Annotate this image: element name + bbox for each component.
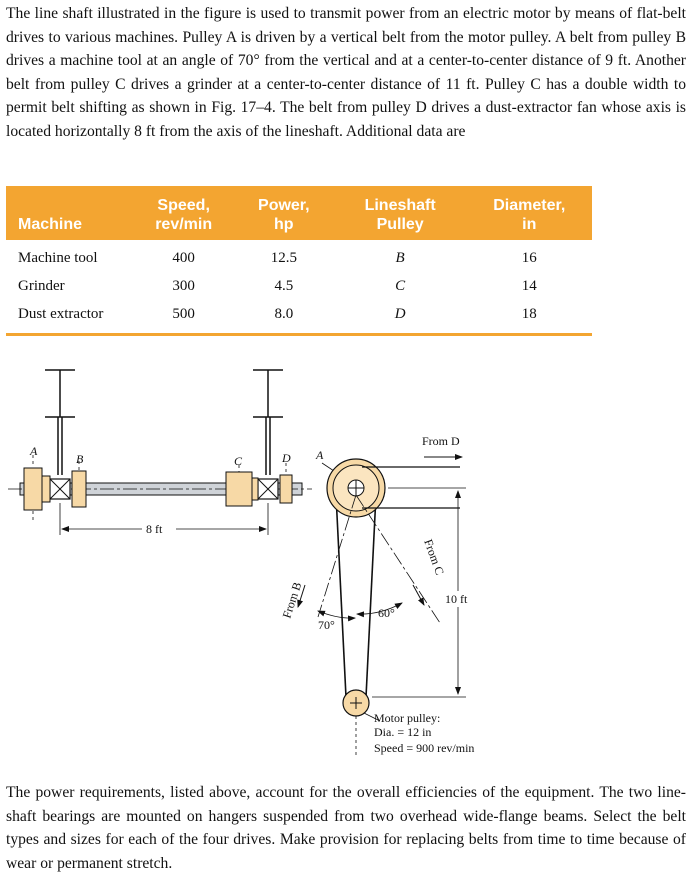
label-pulley-a: A [29, 444, 38, 458]
pulley-d [279, 474, 293, 504]
table-row: Machine tool 400 12.5 B 16 [6, 240, 592, 272]
col-header-machine: Machine [6, 186, 134, 240]
left-hanger [45, 369, 75, 475]
label-pulley-c: C [234, 454, 243, 468]
motor-pulley [342, 689, 370, 717]
cell-power: 4.5 [274, 278, 294, 294]
cell-diameter: 16 [521, 250, 537, 266]
cell-diameter: 18 [521, 306, 537, 322]
label-pulley-d: D [281, 451, 291, 465]
label-height: 10 ft [445, 592, 468, 606]
cell-speed: 500 [172, 306, 195, 322]
table-row: Dust extractor 500 8.0 D 18 [6, 300, 592, 335]
pulley-a [23, 467, 51, 511]
label-motor-pulley: Motor pulley: [374, 711, 440, 725]
cell-power: 8.0 [274, 306, 294, 322]
cell-power: 12.5 [270, 250, 297, 266]
label-span: 8 ft [146, 522, 163, 536]
span-dimension: 8 ft [59, 503, 269, 536]
cell-machine: Dust extractor [18, 306, 104, 322]
left-bearing [49, 478, 71, 500]
cell-speed: 300 [172, 278, 195, 294]
label-motor-speed: Speed = 900 rev/min [374, 741, 474, 755]
height-dimension: 10 ft [372, 487, 468, 698]
table-row: Grinder 300 4.5 C 14 [6, 272, 592, 300]
label-angle-70: 70° [318, 618, 335, 632]
table-header-row: Machine Speed,rev/min Power,hp Lineshaft… [6, 186, 592, 240]
cell-machine: Machine tool [18, 250, 98, 266]
cell-diameter: 14 [521, 278, 537, 294]
lineshaft-figure: A B C D 8 ft A From D [8, 369, 474, 755]
cell-speed: 400 [172, 250, 195, 266]
right-bearing [257, 478, 279, 500]
col-header-diameter: Diameter,in [466, 186, 592, 240]
label-from-c: From C [421, 537, 447, 577]
label-angle-60: 60° [378, 606, 395, 620]
pulley-a-end-view [326, 458, 386, 518]
pulley-c [225, 471, 259, 507]
pulley-b [71, 470, 87, 508]
col-header-speed: Speed,rev/min [133, 186, 234, 240]
problem-statement-intro: The line shaft illustrated in the figure… [6, 5, 686, 140]
lineshaft-side-view: A B C D 8 ft [8, 369, 312, 536]
problem-statement-closing: The power requirements, listed above, ac… [6, 784, 686, 872]
right-hanger [253, 369, 283, 475]
cell-pulley: D [394, 306, 406, 322]
label-pulley-b: B [76, 452, 84, 466]
label-motor-diameter: Dia. = 12 in [374, 725, 431, 739]
cell-machine: Grinder [18, 278, 65, 294]
label-from-d: From D [422, 434, 460, 448]
machine-data-table: Machine Speed,rev/min Power,hp Lineshaft… [6, 186, 592, 336]
lineshaft-end-view: A From D From C From B 70° 60° [280, 434, 474, 755]
cell-pulley: C [395, 278, 406, 294]
col-header-power: Power,hp [233, 186, 334, 240]
label-pulley-a-end: A [315, 448, 324, 462]
cell-pulley: B [395, 250, 405, 266]
